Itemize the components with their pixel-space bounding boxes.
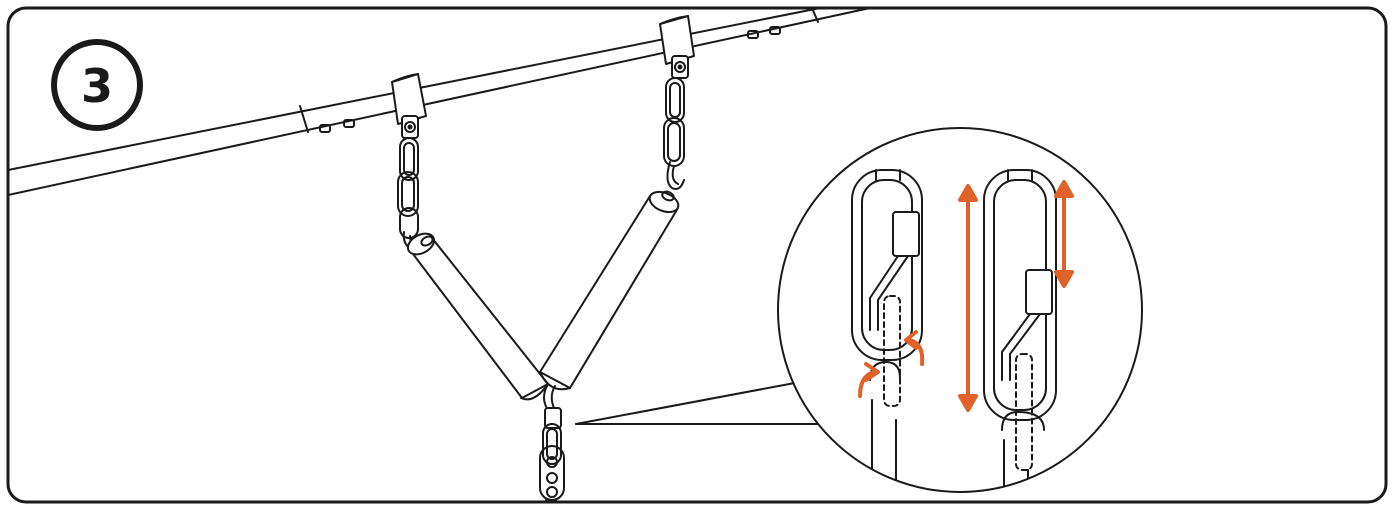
left-roller-icon — [406, 232, 549, 401]
carabiner-closed-icon — [983, 169, 1057, 492]
curved-arrow-up-icon — [858, 362, 880, 398]
orange-arrows — [858, 180, 1074, 412]
left-clamp-icon — [391, 73, 427, 139]
step-badge: 3 — [51, 39, 143, 131]
bottom-chain-icon — [539, 383, 565, 502]
double-arrow-short-icon — [1054, 180, 1074, 288]
right-clamp-icon — [659, 15, 695, 79]
panel-border — [6, 6, 1388, 504]
detail-magnifier — [777, 127, 1143, 493]
curved-arrow-down-icon — [904, 330, 925, 366]
callout-leader — [575, 381, 821, 425]
double-arrow-long-icon — [958, 184, 978, 412]
right-chain-icon — [663, 77, 685, 190]
step-number: 3 — [81, 59, 113, 113]
right-roller-icon — [539, 190, 680, 391]
